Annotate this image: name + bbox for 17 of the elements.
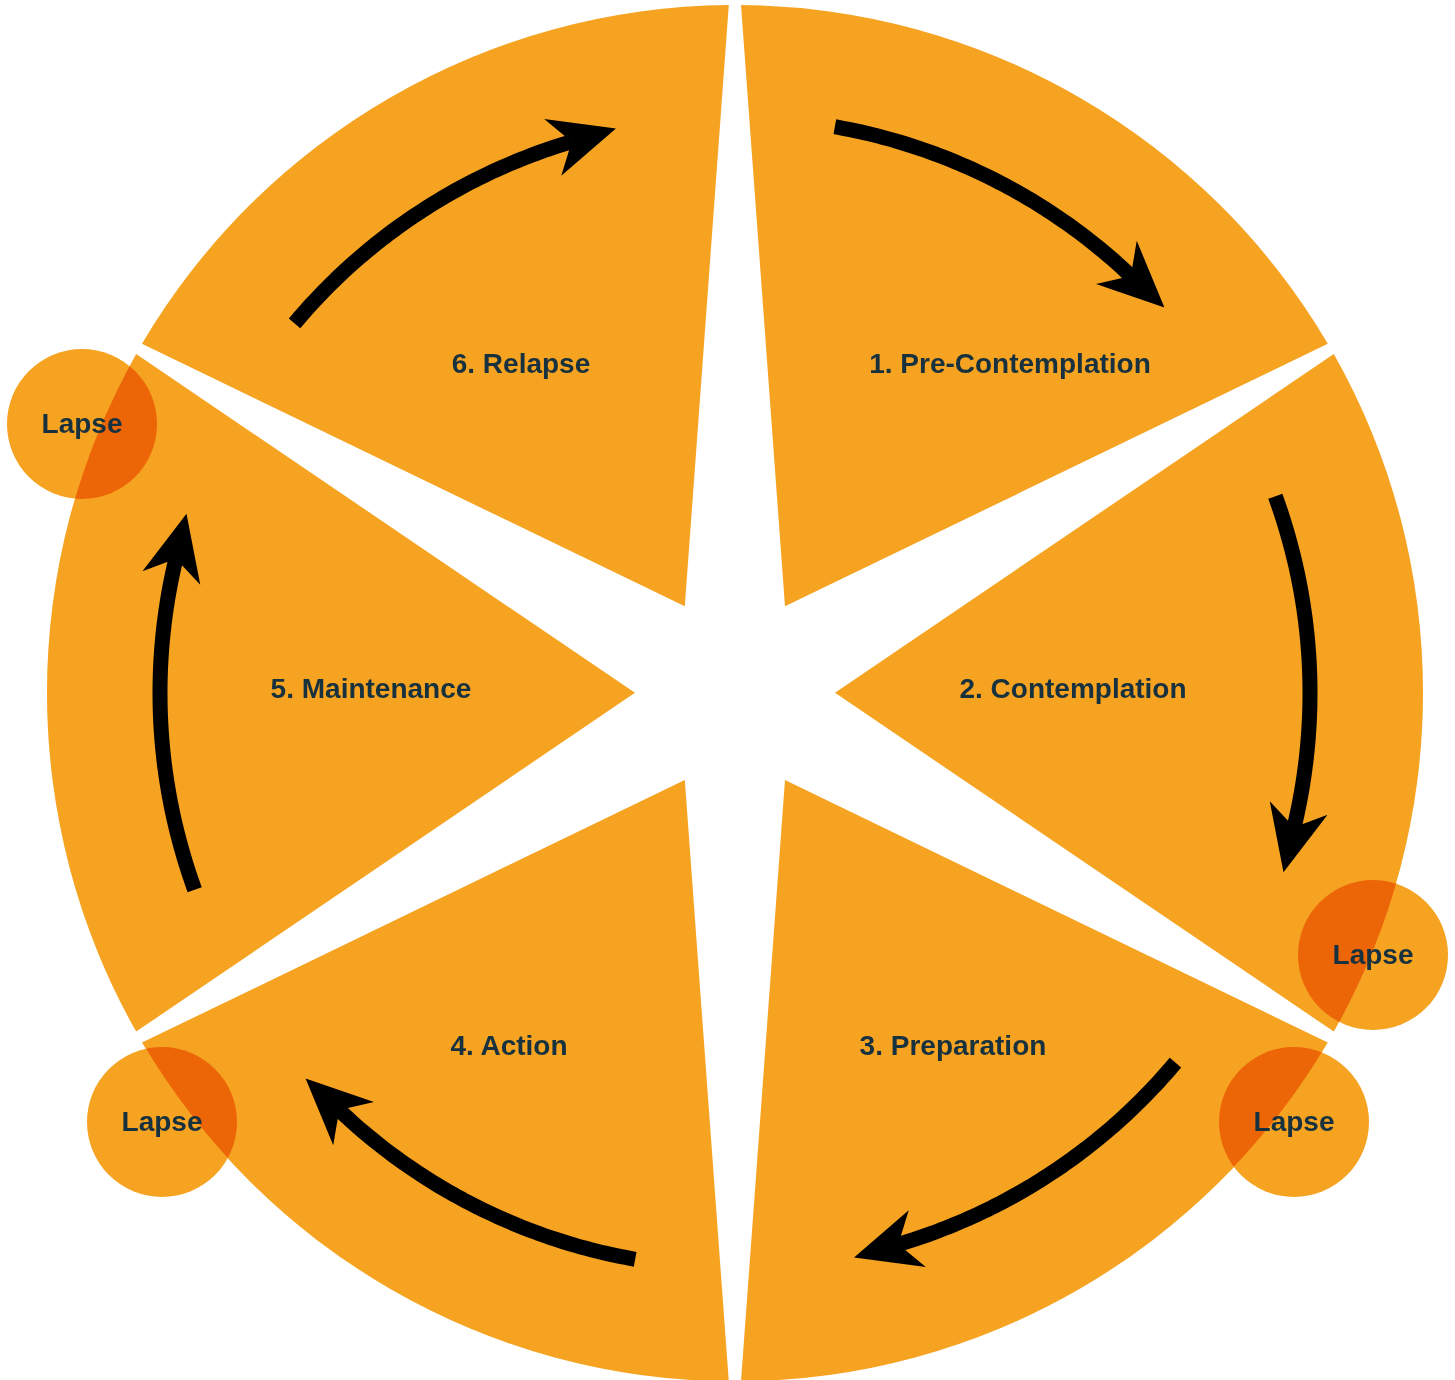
- lapse-circle: [7, 349, 157, 499]
- lapse-label: Lapse: [1332, 939, 1414, 971]
- lapse-circle: [1219, 1047, 1369, 1197]
- stage-segment: [835, 354, 1423, 1032]
- stage-label: 2. Contemplation: [959, 673, 1187, 705]
- lapse-label: Lapse: [41, 408, 123, 440]
- stage-segment: [142, 5, 729, 607]
- stage-segment: [741, 5, 1328, 607]
- lapse-circle: [87, 1047, 237, 1197]
- stage-label: 6. Relapse: [451, 348, 591, 380]
- lapse-label: Lapse: [121, 1106, 203, 1138]
- stage-label: 4. Action: [450, 1030, 568, 1062]
- stage-label: 3. Preparation: [859, 1030, 1047, 1062]
- lapse-circle: [1298, 880, 1448, 1030]
- stage-label: 5. Maintenance: [270, 673, 472, 705]
- stage-label: 1. Pre-Contemplation: [869, 348, 1151, 380]
- lapse-label: Lapse: [1253, 1106, 1335, 1138]
